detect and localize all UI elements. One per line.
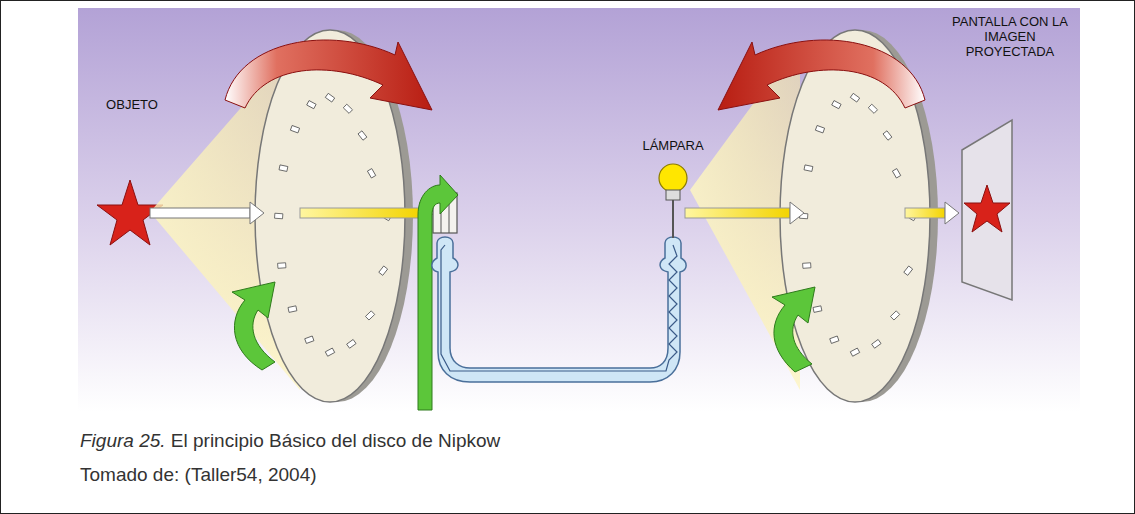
disc-hole [325, 348, 334, 356]
lamp-base [666, 190, 680, 200]
disc-hole [804, 165, 813, 172]
disc-hole [832, 101, 841, 109]
disc-hole [325, 93, 334, 102]
disc-hole [890, 311, 899, 320]
disc-hole [803, 263, 811, 269]
light-arrow [250, 202, 264, 224]
light-arrow [685, 208, 790, 218]
signal-wire [441, 245, 677, 371]
figure-caption: Figura 25. El principio Básico del disco… [80, 430, 500, 452]
disc-hole [813, 306, 822, 313]
disc-hole [379, 266, 388, 275]
lamp [659, 164, 687, 192]
disc-hole [892, 169, 900, 178]
light-arrow [945, 202, 959, 224]
part-label: PANTALLA CON LA IMAGEN PROYECTADA [945, 14, 1075, 59]
disc-hole [275, 213, 283, 219]
rotation-arrow [772, 287, 815, 372]
projected-star [964, 185, 1010, 232]
disc-hole [307, 101, 316, 109]
rotation-arrow [232, 282, 275, 370]
light-arrow [300, 208, 420, 218]
part-label: LÁMPARA [623, 138, 723, 153]
disc-hole [347, 339, 356, 348]
part-label: OBJETO [92, 97, 172, 112]
disc-hole [883, 131, 892, 140]
disc-hole [343, 104, 352, 113]
disc-hole [815, 125, 824, 132]
light-arrow [150, 208, 250, 218]
disc-hole [850, 93, 859, 102]
rotation-arrow [718, 40, 925, 110]
disc-hole [278, 263, 286, 269]
disc-hole [872, 339, 881, 348]
disc-hole [367, 169, 375, 178]
disc-hole [365, 311, 374, 320]
disc-hole [358, 131, 367, 140]
projection-screen [962, 120, 1012, 300]
disc-hole [288, 306, 297, 313]
light-arrow [905, 208, 945, 218]
disc-hole [904, 266, 913, 275]
disc-hole [850, 348, 859, 356]
light-arrow [790, 202, 804, 224]
disc-hole [830, 336, 839, 343]
disc-hole [279, 165, 288, 172]
rotation-arrow [225, 40, 432, 110]
disc-hole [868, 104, 877, 113]
transmission-tube [432, 237, 686, 382]
disc-hole [290, 125, 299, 132]
disc-hole [305, 336, 314, 343]
background-panel [78, 8, 1080, 412]
source-note: Tomado de: (Taller54, 2004) [80, 464, 317, 486]
